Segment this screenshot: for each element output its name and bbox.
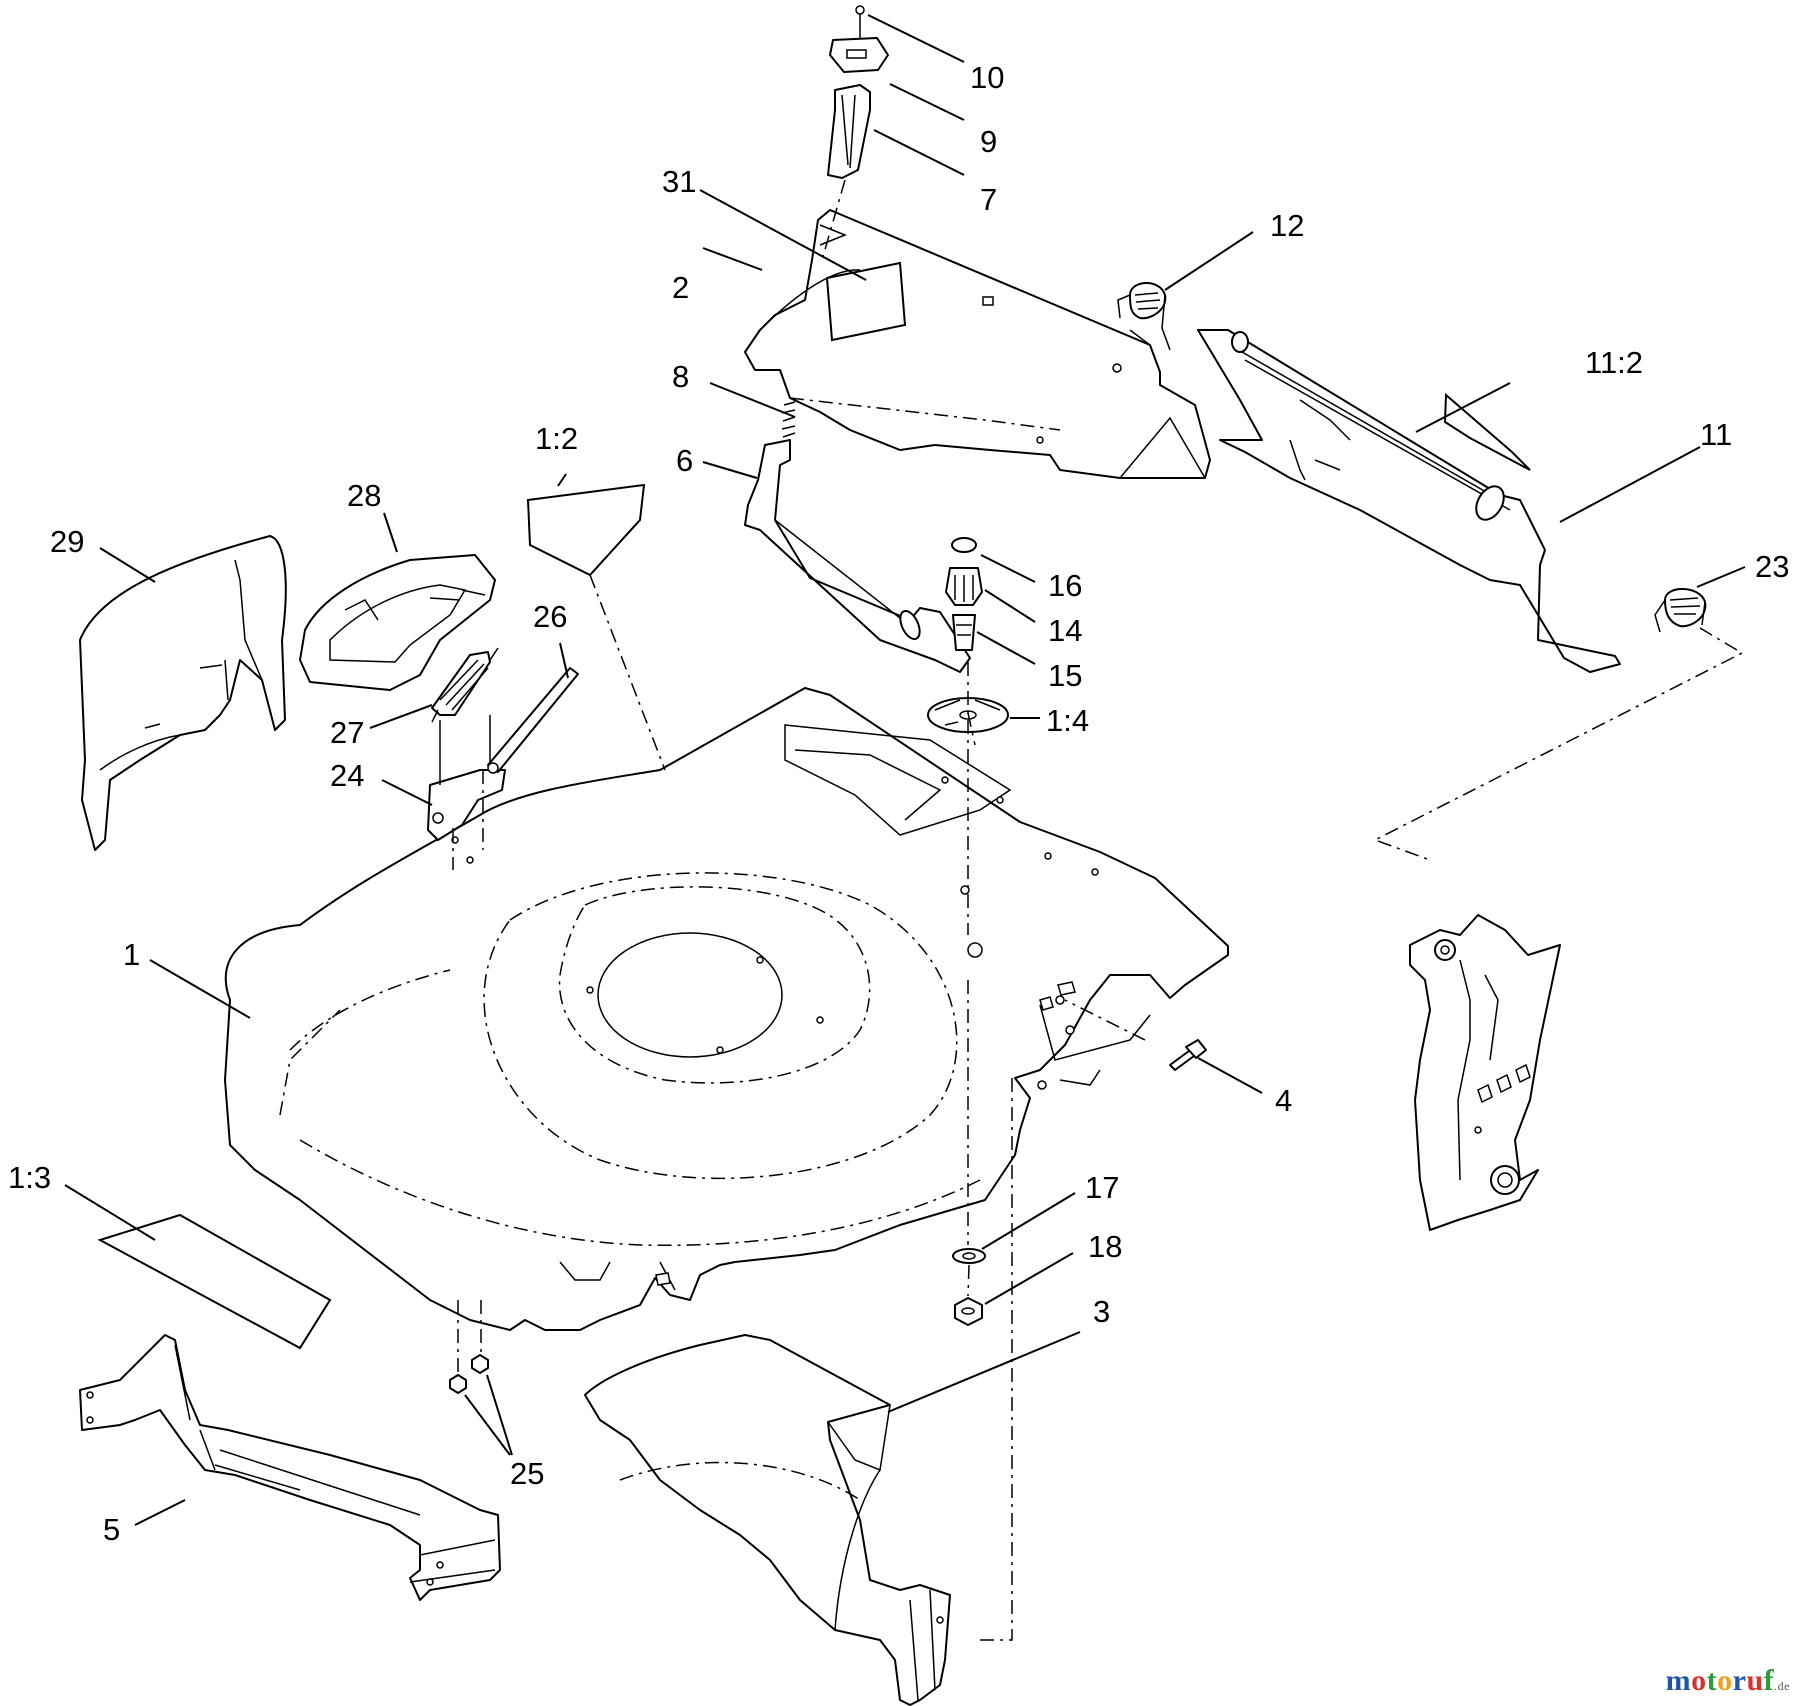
callout-14: 14 bbox=[1048, 613, 1082, 648]
watermark-suffix: .de bbox=[1774, 1679, 1790, 1693]
callout-27: 27 bbox=[330, 715, 364, 750]
callout-23: 23 bbox=[1755, 549, 1789, 584]
decal-1-2 bbox=[526, 483, 646, 577]
latch-rod-assembly bbox=[744, 401, 971, 673]
callout-11-2: 11:2 bbox=[1585, 345, 1643, 380]
callout-6: 6 bbox=[676, 443, 693, 478]
callout-16: 16 bbox=[1048, 568, 1082, 603]
callout-7: 7 bbox=[980, 182, 997, 217]
callout-1-4: 1:4 bbox=[1046, 703, 1089, 738]
spring-bracket-rod bbox=[427, 647, 579, 841]
rear-door-housing bbox=[744, 209, 1211, 479]
callout-1-2: 1:2 bbox=[535, 421, 578, 456]
callout-10: 10 bbox=[970, 60, 1004, 95]
cap-knob-insert bbox=[945, 537, 983, 651]
callout-4: 4 bbox=[1275, 1083, 1292, 1118]
callout-18: 18 bbox=[1088, 1229, 1122, 1264]
hardware-fasteners bbox=[449, 1039, 1207, 1394]
handle-bracket-assembly bbox=[1117, 282, 1744, 861]
side-discharge-chute bbox=[79, 535, 287, 851]
callout-29: 29 bbox=[50, 524, 84, 559]
callout-5: 5 bbox=[103, 1512, 120, 1547]
callout-15: 15 bbox=[1048, 658, 1082, 693]
callout-8: 8 bbox=[672, 359, 689, 394]
front-bumper bbox=[79, 1334, 501, 1601]
callout-1-3: 1:3 bbox=[8, 1160, 51, 1195]
callout-9: 9 bbox=[980, 124, 997, 159]
callout-3: 3 bbox=[1093, 1294, 1110, 1329]
rear-discharge-chute bbox=[584, 1334, 951, 1706]
callout-1: 1 bbox=[123, 937, 140, 972]
mulch-plug bbox=[299, 554, 496, 691]
adjustment-knob-assembly bbox=[827, 5, 889, 179]
callout-labels: 10 9 7 31 2 12 8 6 11:2 11 1:2 28 29 26 … bbox=[8, 60, 1789, 1547]
callout-26: 26 bbox=[533, 599, 567, 634]
watermark-logo: motoruf.de bbox=[1666, 1664, 1790, 1698]
mower-deck-housing bbox=[224, 687, 1229, 1331]
callout-2: 2 bbox=[672, 270, 689, 305]
callout-17: 17 bbox=[1085, 1170, 1119, 1205]
callout-24: 24 bbox=[330, 758, 364, 793]
leader-lines bbox=[64, 14, 1746, 1526]
decal-1-3 bbox=[97, 1213, 332, 1350]
callout-31: 31 bbox=[662, 164, 696, 199]
callout-12: 12 bbox=[1270, 208, 1304, 243]
assembly-dashed-lines bbox=[452, 179, 1146, 1641]
callout-25: 25 bbox=[510, 1456, 544, 1491]
watermark-text: motoruf bbox=[1665, 1664, 1775, 1697]
callout-11: 11 bbox=[1700, 417, 1732, 452]
height-adjuster-bracket bbox=[1409, 914, 1561, 1231]
callout-28: 28 bbox=[347, 478, 381, 513]
